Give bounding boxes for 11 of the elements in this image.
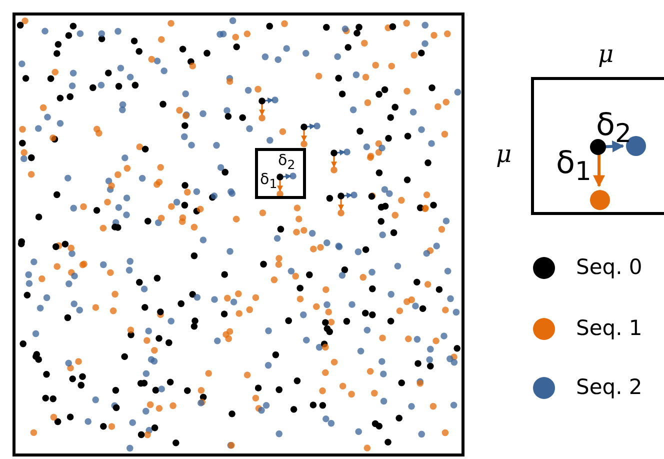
legend-label: Seq. 1 [576, 316, 642, 340]
legend-label: Seq. 0 [576, 255, 642, 279]
zoom-frame [255, 148, 306, 199]
mu-label: μ [496, 142, 512, 166]
mu-label: μ [598, 42, 614, 66]
delta-label: δ$_{1}$ [260, 172, 278, 190]
delta-label: δ$_{2}$ [278, 153, 296, 172]
delta-label: δ$_{1}$ [556, 148, 592, 186]
legend-label: Seq. 2 [576, 375, 642, 399]
zoom-frame [531, 77, 664, 215]
delta-label: δ$_{2}$ [596, 110, 632, 148]
